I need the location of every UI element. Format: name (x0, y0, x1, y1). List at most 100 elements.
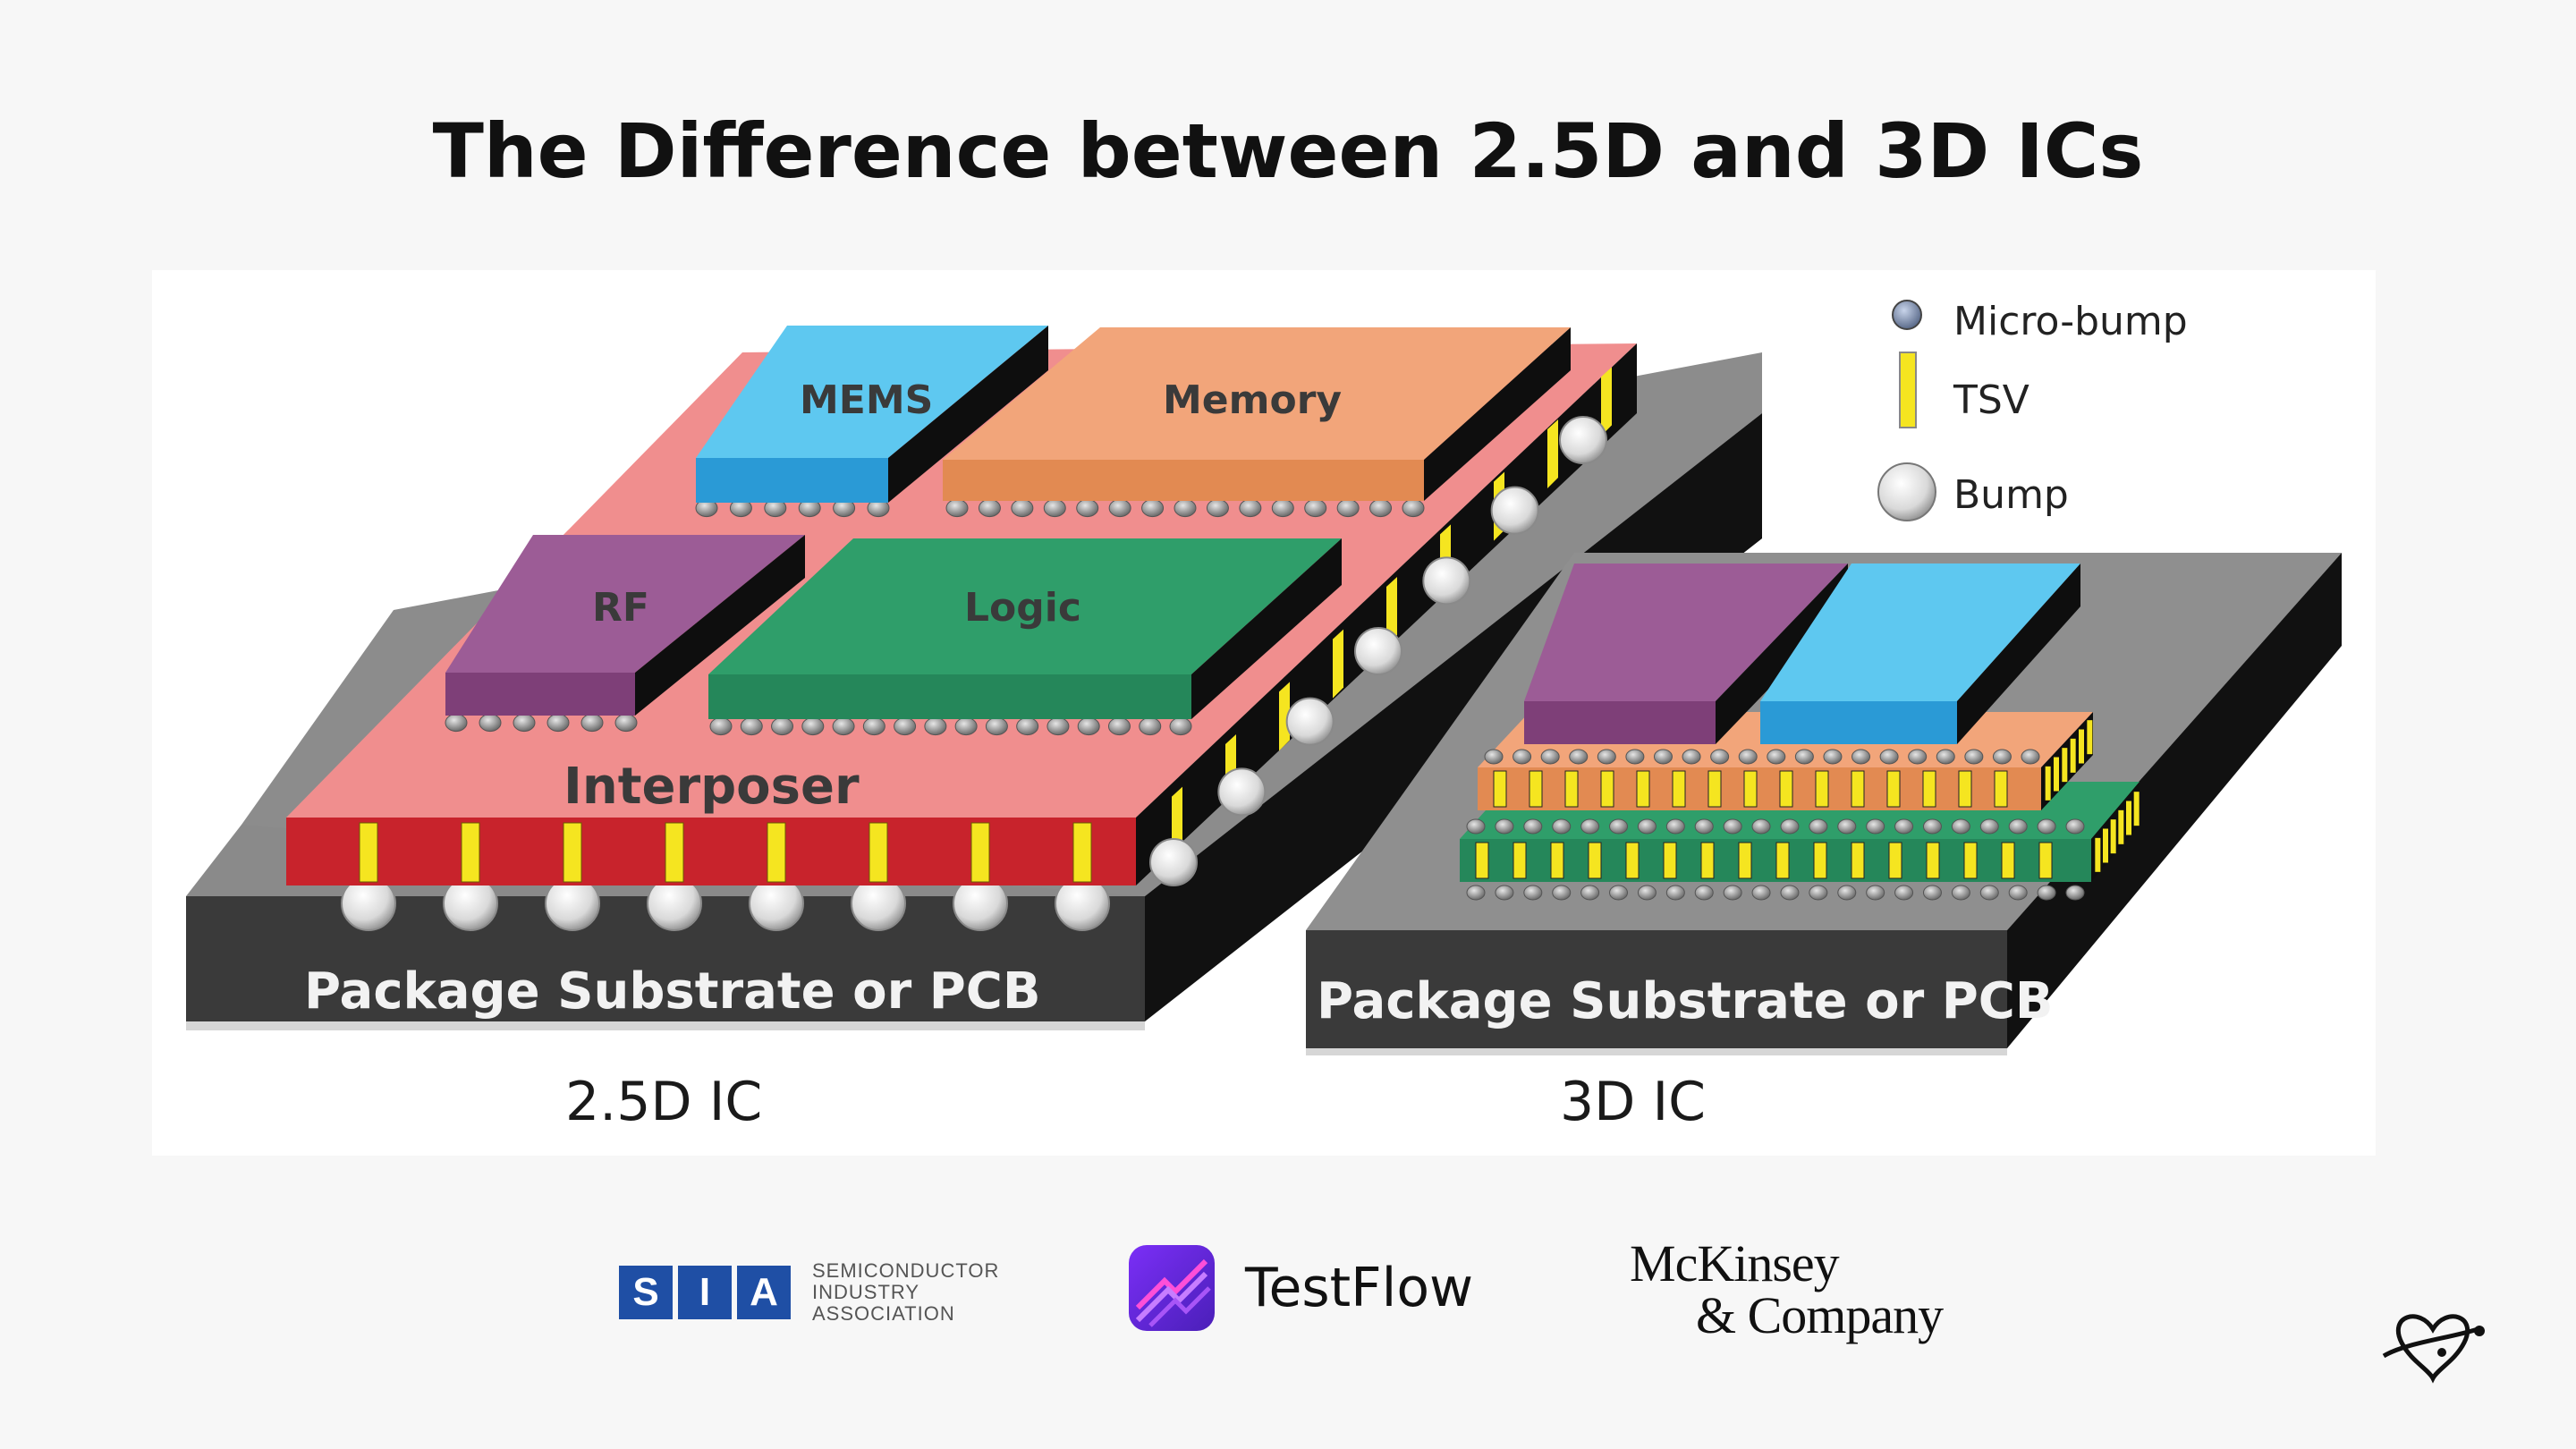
brand-mark-icon (2382, 1314, 2485, 1384)
micro-bumps-3d (1466, 749, 2085, 901)
micro-bump (1046, 716, 1070, 736)
micro-bump (1936, 749, 1955, 765)
bump (1422, 556, 1471, 606)
micro-bump (1336, 498, 1360, 518)
micro-bump (1169, 716, 1192, 736)
tsv (1958, 770, 1972, 808)
tsv (1529, 770, 1543, 808)
micro-bump (479, 713, 502, 733)
tsv (1775, 842, 1790, 879)
micro-bump (954, 716, 978, 736)
tsv (1963, 842, 1978, 879)
chip-logic (708, 538, 1342, 719)
tsv-green-layer (1475, 842, 2053, 879)
micro-bump (1809, 885, 1828, 901)
die-top-blue (1760, 564, 2080, 744)
micro-bump (2065, 885, 2085, 901)
micro-bump (1552, 818, 1572, 835)
micro-bump (1580, 885, 1600, 901)
tsv (1625, 842, 1640, 879)
micro-bump (2037, 818, 2056, 835)
micro-bump (945, 498, 969, 518)
tsv (461, 822, 480, 883)
tsv (2054, 757, 2059, 792)
tsv (1550, 842, 1564, 879)
tsv (1072, 822, 1092, 883)
mckinsey-logo: McKinsey & Company (1630, 1238, 1944, 1344)
tsv (1547, 419, 1558, 488)
micro-bump (1597, 749, 1616, 765)
tsv (1636, 770, 1650, 808)
tsv (1672, 770, 1686, 808)
micro-bump (1894, 885, 1914, 901)
micro-bump (1710, 749, 1730, 765)
micro-bump (1637, 885, 1657, 901)
micro-bump (1979, 818, 1999, 835)
micro-bump (924, 716, 947, 736)
micro-bump (1569, 749, 1589, 765)
micro-bump (547, 713, 570, 733)
micro-bump (1780, 885, 1800, 901)
legend-tsv-label: TSV (1953, 377, 2029, 423)
tsv-orange-layer (1493, 770, 2008, 808)
sia-text-line-3: ASSOCIATION (812, 1302, 955, 1325)
micro-bump (1738, 749, 1758, 765)
micro-bump (1866, 818, 1885, 835)
micro-bump (1141, 498, 1165, 518)
micro-bump (771, 716, 794, 736)
page-title: The Difference between 2.5D and 3D ICs (432, 107, 2144, 195)
micro-bump (1964, 749, 1984, 765)
ic-diagram: Package Substrate or PCB Interposer MEMS… (152, 270, 2376, 1156)
micro-bump (1271, 498, 1294, 518)
micro-bump (862, 716, 886, 736)
micro-bump (2037, 885, 2056, 901)
tsv (2126, 801, 2131, 835)
micro-bump (1580, 818, 1600, 835)
micro-bump (1495, 885, 1514, 901)
bump (1149, 838, 1198, 886)
testflow-logo: TestFlow (1129, 1245, 1473, 1331)
micro-bump (1665, 818, 1685, 835)
micro-bump (1992, 749, 2012, 765)
tsv (1386, 577, 1397, 646)
substrate-label-3d: Package Substrate or PCB (1317, 972, 2054, 1030)
sia-text-line-2: INDUSTRY (812, 1281, 920, 1303)
tsv (2045, 766, 2051, 801)
micro-bump (1108, 498, 1131, 518)
tsv (2038, 842, 2053, 879)
tsv (2110, 819, 2116, 854)
mckinsey-line-2: & Company (1696, 1286, 1944, 1344)
micro-bump (1552, 885, 1572, 901)
micro-bump (1513, 749, 1532, 765)
micro-bump (1402, 498, 1425, 518)
tsv (1333, 629, 1343, 699)
tsv (1922, 770, 1936, 808)
tsv (1588, 842, 1602, 879)
sia-logo: S I A SEMICONDUCTOR INDUSTRY ASSOCIATION (619, 1260, 999, 1325)
micro-bump (894, 716, 917, 736)
chip-memory (943, 327, 1571, 501)
tsv (1886, 770, 1901, 808)
micro-bump (1304, 498, 1327, 518)
micro-bump (1780, 818, 1800, 835)
micro-bump (1767, 749, 1786, 765)
side-bumps-2-5d (1149, 416, 1607, 886)
legend-bump-label: Bump (1953, 472, 2069, 518)
tsv (2103, 828, 2108, 863)
micro-bump (1139, 716, 1162, 736)
micro-bump (1751, 818, 1771, 835)
bump (1354, 627, 1402, 675)
tsv (2133, 792, 2140, 826)
tsv (1279, 682, 1290, 751)
tsv (2079, 729, 2084, 764)
micro-bump (1466, 885, 1486, 901)
ic-diagram-svg: Package Substrate or PCB Interposer MEMS… (186, 299, 2342, 1133)
micro-bump (1979, 885, 1999, 901)
micro-bump (709, 716, 733, 736)
tsv (1663, 842, 1677, 879)
tsv (970, 822, 990, 883)
tsv (869, 822, 888, 883)
tsv (1851, 770, 1865, 808)
micro-bump (1682, 749, 1701, 765)
tsv (2070, 738, 2076, 773)
